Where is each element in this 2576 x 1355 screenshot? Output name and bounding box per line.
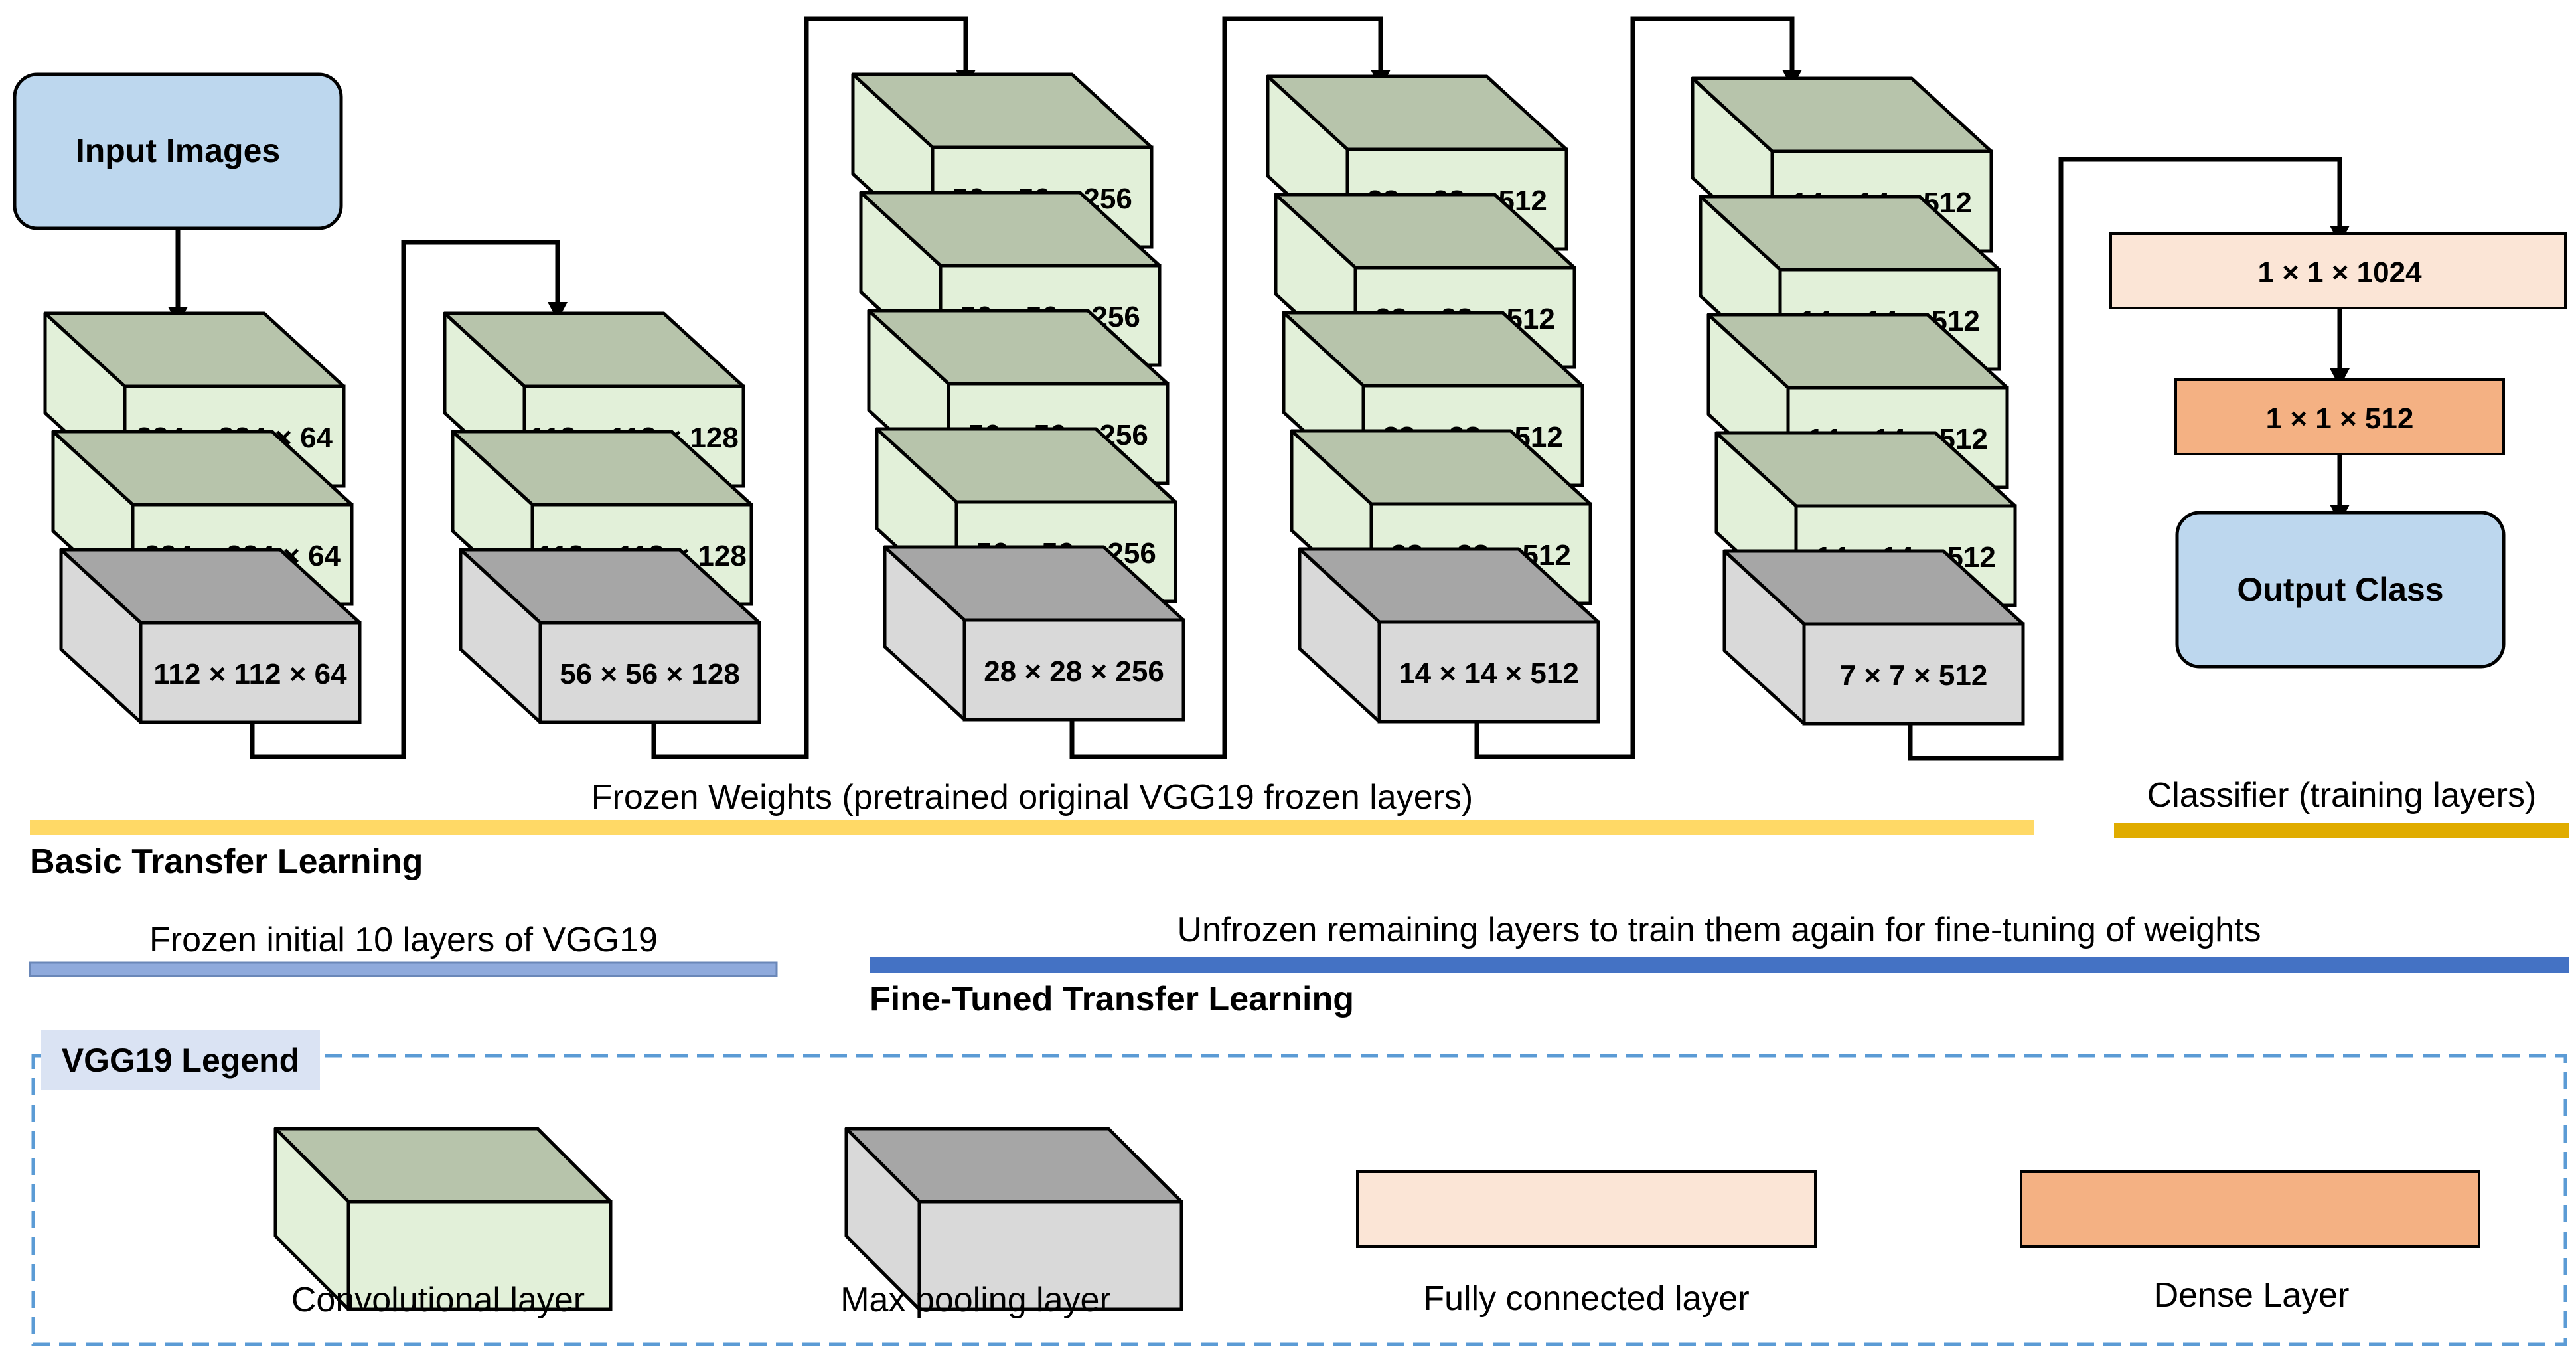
training-bars: Frozen Weights (pretrained original VGG1…	[29, 776, 2569, 1018]
arrowhead-block2	[548, 302, 568, 321]
block-5-pool-layer-5: 7 × 7 × 512	[1722, 549, 2025, 726]
block-3: 56 × 56 × 25656 × 56 × 25656 × 56 × 2565…	[851, 72, 1185, 722]
connector-block5-to-classifier	[1908, 157, 2342, 761]
legend-conv-swatch	[273, 1127, 613, 1311]
block-5: 14 × 14 × 51214 × 14 × 51214 × 14 × 5121…	[1691, 76, 2025, 726]
classifier-bar	[2114, 823, 2569, 838]
block-5-pool-layer-5-label: 7 × 7 × 512	[1840, 659, 1988, 692]
block-3-pool-layer-5-label: 28 × 28 × 256	[984, 655, 1164, 688]
vgg19-blocks: 224 × 224 × 64224 × 224 × 64112 × 112 × …	[43, 72, 2025, 726]
legend-fc-swatch	[1356, 1170, 1817, 1248]
legend: VGG19 Legend Convolutional layer Max poo…	[31, 1030, 2567, 1346]
block-1-pool-layer-3: 112 × 112 × 64	[59, 548, 362, 724]
frozen-weights-bar	[30, 820, 2034, 835]
classifier-section: 1 × 1 × 1024 1 × 1 × 512 Output Class	[2109, 232, 2567, 669]
block-4-pool-layer-5-label: 14 × 14 × 512	[1399, 657, 1579, 690]
legend-fc-label: Fully connected layer	[1423, 1279, 1749, 1318]
connectors	[175, 16, 2342, 761]
basic-transfer-learning-title: Basic Transfer Learning	[30, 842, 423, 881]
connector-block3-to-block4	[1069, 16, 1383, 759]
block-1-pool-layer-3-label: 112 × 112 × 64	[153, 658, 347, 690]
fc-layer-label: 1 × 1 × 1024	[2257, 256, 2422, 289]
frozen-weights-label: Frozen Weights (pretrained original VGG1…	[591, 778, 1474, 817]
block-2-pool-layer-3-label: 56 × 56 × 128	[560, 658, 740, 690]
dense-layer-label: 1 × 1 × 512	[2266, 402, 2414, 435]
connector-block2-to-block3	[651, 16, 968, 759]
legend-dense-label: Dense Layer	[2154, 1276, 2350, 1315]
input-images-label: Input Images	[76, 132, 280, 169]
legend-conv-swatch-front-face	[346, 1200, 613, 1311]
frozen-initial-label: Frozen initial 10 layers of VGG19	[149, 921, 658, 959]
frozen-initial-bar	[29, 961, 778, 977]
legend-title: VGG19 Legend	[62, 1042, 299, 1079]
legend-cuboids	[273, 1127, 1183, 1311]
block-2-pool-layer-3-front-face	[538, 621, 761, 724]
legend-title-background	[41, 1030, 320, 1090]
legend-pool-label: Max pooling layer	[840, 1281, 1111, 1319]
block-4-pool-layer-5: 14 × 14 × 512	[1298, 547, 1600, 724]
fine-tuned-transfer-learning-title: Fine-Tuned Transfer Learning	[870, 980, 1354, 1018]
legend-frame	[31, 1054, 2567, 1346]
legend-pool-swatch-front-face	[917, 1200, 1183, 1311]
output-class-label: Output Class	[2237, 571, 2443, 608]
block-1: 224 × 224 × 64224 × 224 × 64112 × 112 × …	[43, 311, 362, 724]
block-3-pool-layer-5: 28 × 28 × 256	[883, 545, 1185, 722]
legend-dense-swatch	[2020, 1170, 2480, 1248]
input-images-box: Input Images	[13, 72, 343, 230]
unfrozen-remaining-label: Unfrozen remaining layers to train them …	[1177, 911, 2261, 949]
unfrozen-bar	[870, 957, 2569, 973]
legend-pool-swatch	[844, 1127, 1183, 1311]
classifier-training-label: Classifier (training layers)	[2147, 776, 2537, 815]
block-1-pool-layer-3-front-face	[139, 621, 362, 724]
block-3-pool-layer-5-front-face	[962, 618, 1185, 722]
block-2-pool-layer-3: 56 × 56 × 128	[459, 548, 761, 724]
block-2: 112 × 112 × 128112 × 112 × 12856 × 56 × …	[443, 311, 761, 724]
arrowhead-dense	[2330, 368, 2350, 387]
legend-conv-label: Convolutional layer	[291, 1281, 585, 1319]
connector-block1-to-block2	[250, 240, 560, 759]
block-4: 28 × 28 × 51228 × 28 × 51228 × 28 × 5122…	[1266, 74, 1600, 724]
connector-block4-to-block5	[1474, 16, 1795, 759]
block-4-pool-layer-5-front-face	[1377, 620, 1600, 724]
block-5-pool-layer-5-front-face	[1802, 622, 2025, 726]
